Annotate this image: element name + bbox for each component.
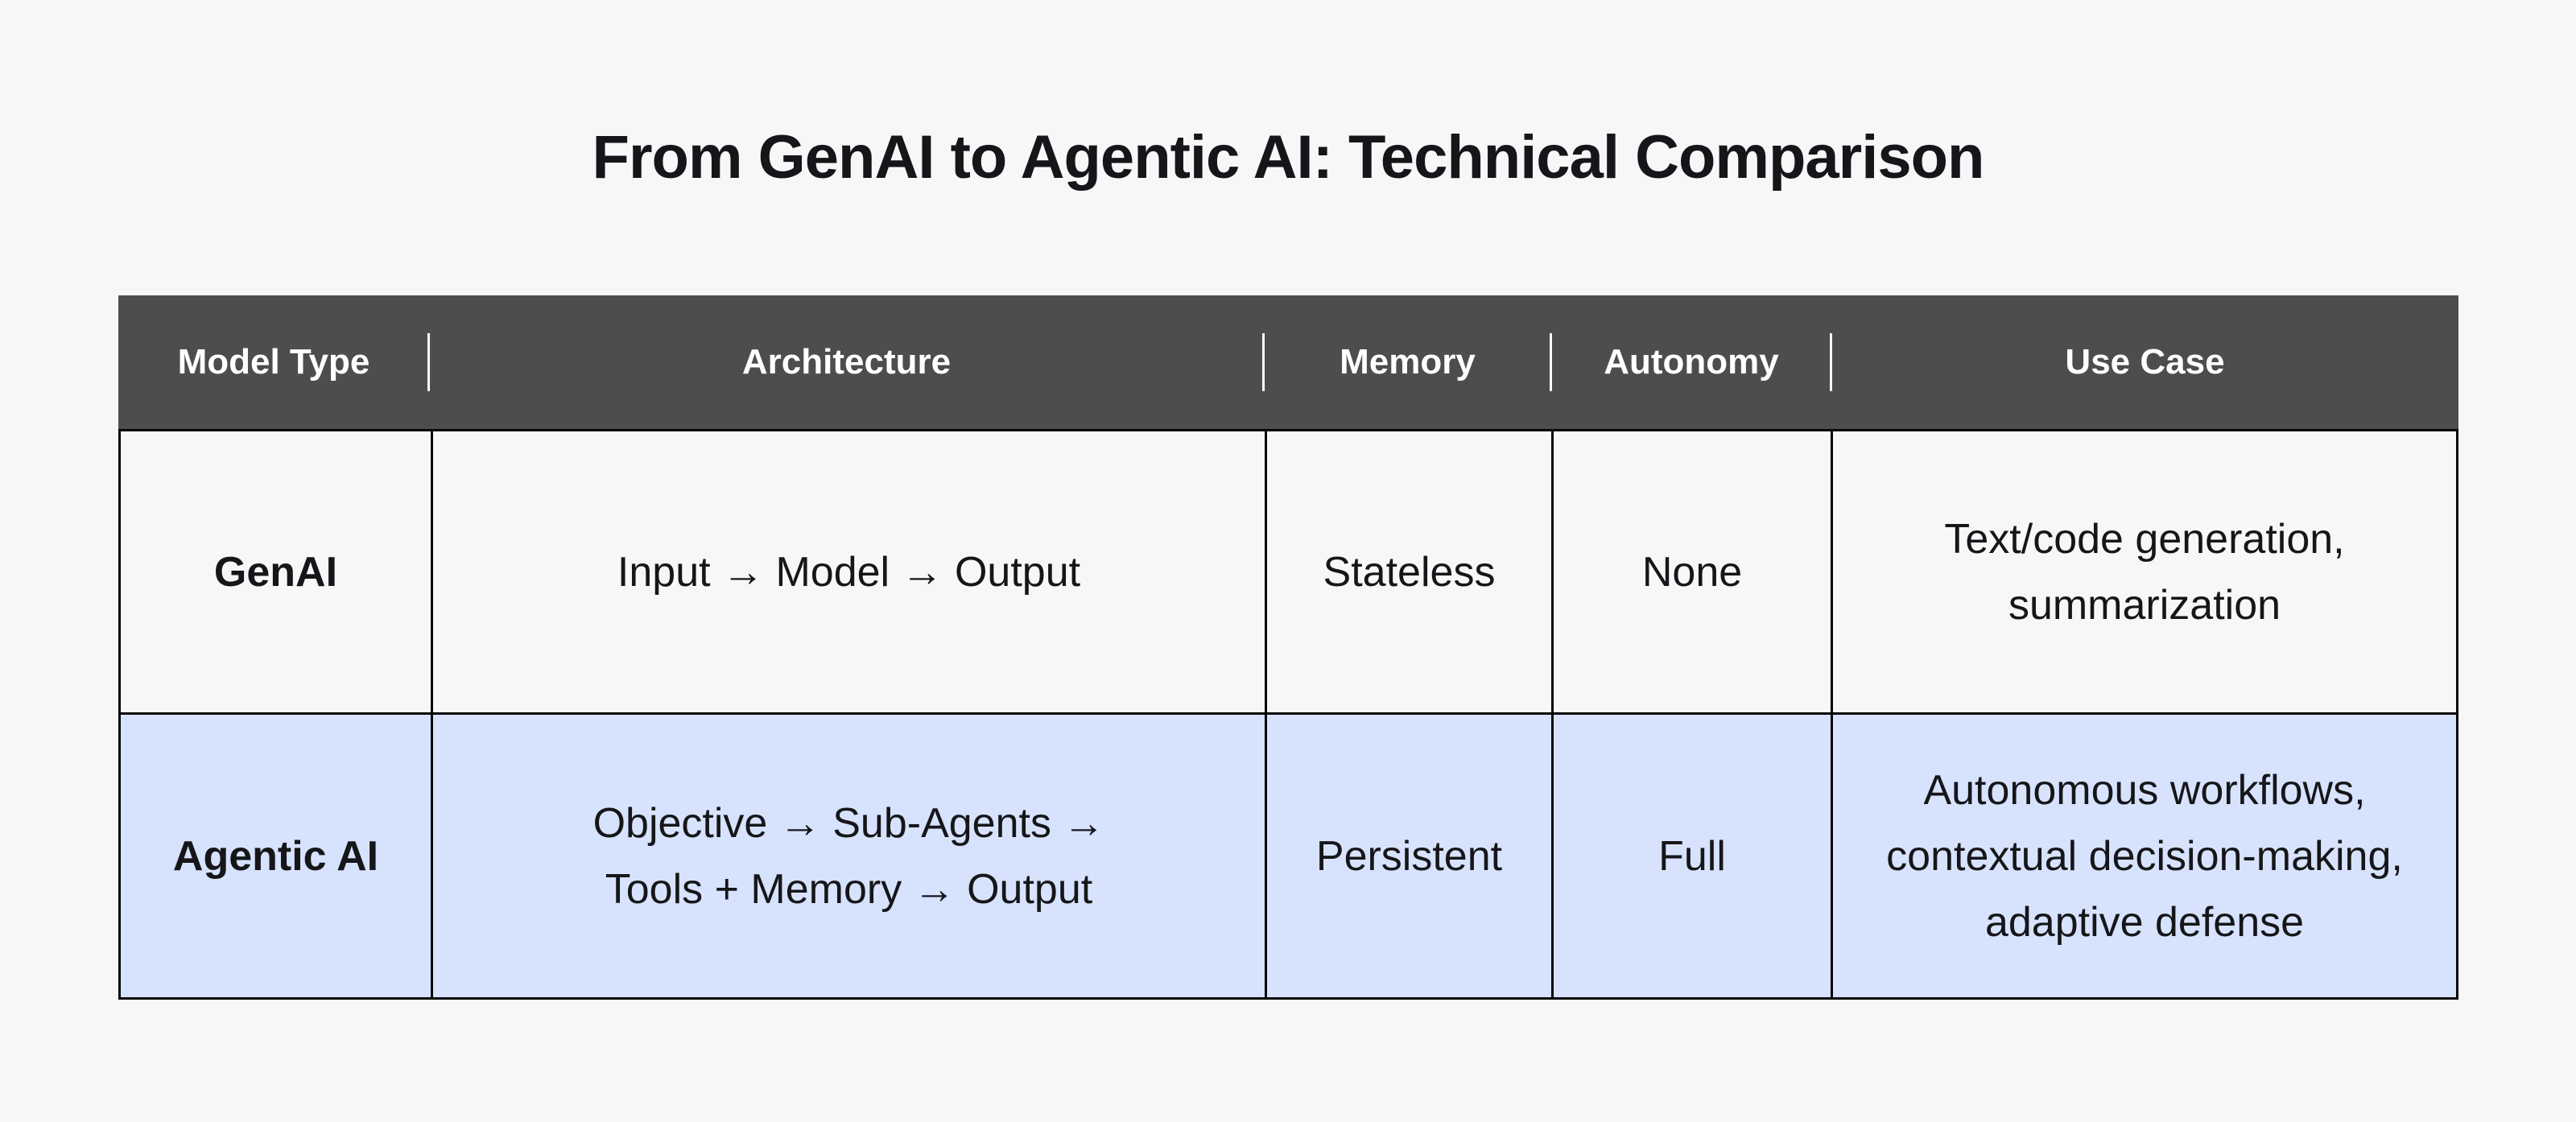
table-header-row: Model Type Architecture Memory Autonomy … (118, 295, 2458, 429)
cell-agentic-architecture: Objective → Sub-Agents → Tools + Memory … (431, 715, 1265, 997)
page-title: From GenAI to Agentic AI: Technical Comp… (592, 123, 1985, 192)
cell-genai-architecture: Input → Model → Output (431, 431, 1265, 715)
cell-text: Input → Model → Output (617, 548, 1081, 596)
cell-agentic-autonomy: Full (1551, 715, 1831, 997)
column-header-autonomy: Autonomy (1604, 342, 1779, 382)
cell-genai-memory: Stateless (1265, 431, 1551, 715)
cell-text: Autonomous workflows, contextual decisio… (1886, 766, 2403, 946)
column-header-architecture: Architecture (741, 342, 952, 382)
header-divider (1830, 333, 1832, 391)
cell-text: Agentic AI (172, 832, 379, 880)
table-body: GenAI Input → Model → Output Stateless N… (118, 429, 2458, 1000)
cell-text: Full (1658, 832, 1726, 880)
cell-genai-use-case: Text/code generation, summarization (1831, 431, 2456, 715)
cell-agentic-memory: Persistent (1265, 715, 1551, 997)
cell-text: Text/code generation, summarization (1944, 515, 2345, 629)
cell-text: None (1641, 548, 1743, 596)
cell-agentic-model-type: Agentic AI (121, 715, 431, 997)
cell-genai-model-type: GenAI (121, 431, 431, 715)
table-row-genai: GenAI Input → Model → Output Stateless N… (121, 431, 2456, 715)
cell-text: Objective → Sub-Agents → Tools + Memory … (592, 799, 1105, 913)
comparison-table: Model Type Architecture Memory Autonomy … (118, 295, 2458, 1000)
header-divider (1550, 333, 1552, 391)
cell-agentic-use-case: Autonomous workflows, contextual decisio… (1831, 715, 2456, 997)
column-header-memory: Memory (1340, 342, 1476, 382)
table-row-agentic-ai: Agentic AI Objective → Sub-Agents → Tool… (121, 715, 2456, 997)
header-divider (427, 333, 430, 391)
column-header-model-type: Model Type (177, 342, 370, 382)
column-header-use-case: Use Case (2065, 342, 2225, 382)
cell-text: Stateless (1323, 548, 1496, 596)
cell-genai-autonomy: None (1551, 431, 1831, 715)
header-divider (1262, 333, 1265, 391)
cell-text: GenAI (213, 548, 338, 596)
cell-text: Persistent (1315, 832, 1503, 880)
